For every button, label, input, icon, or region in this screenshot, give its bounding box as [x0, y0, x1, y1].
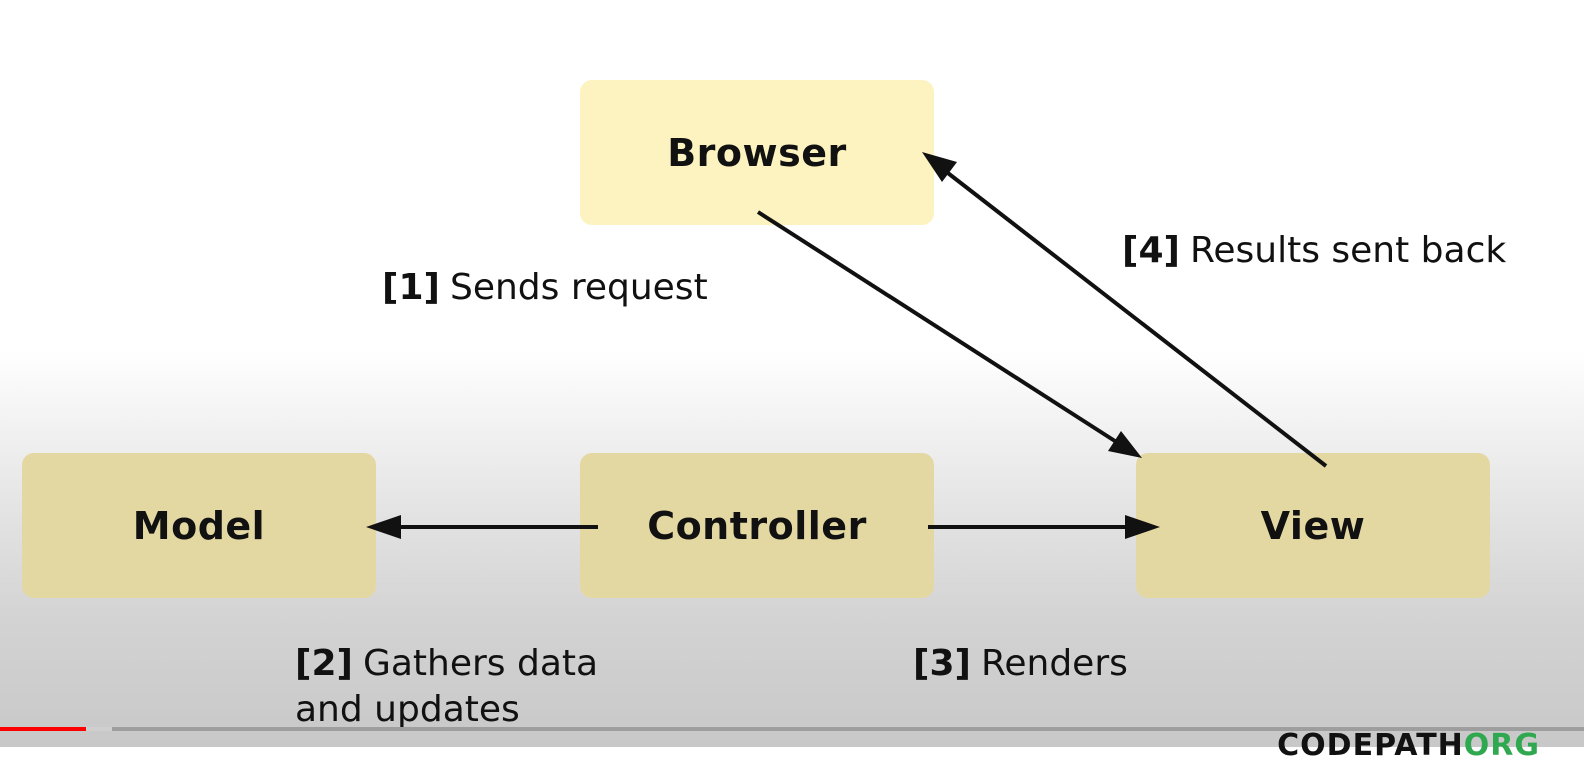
step-2-number: [2] — [295, 643, 353, 684]
step-3-label: [3]Renders — [913, 641, 1128, 687]
watermark-accent: ORG — [1463, 728, 1540, 763]
step-1-label: [1]Sends request — [382, 265, 708, 311]
model-label: Model — [132, 503, 266, 548]
step-1-text: Sends request — [449, 267, 708, 308]
arrow-view-to-browser — [922, 152, 1328, 468]
browser-label: Browser — [667, 130, 847, 175]
step-3-text: Renders — [980, 643, 1128, 684]
step-4-text: Results sent back — [1189, 230, 1507, 271]
arrow-controller-to-model — [366, 515, 598, 539]
step-4-label: [4]Results sent back — [1122, 228, 1506, 274]
step-1-number: [1] — [382, 267, 440, 308]
controller-label: Controller — [647, 503, 867, 548]
browser-box: Browser — [580, 80, 934, 225]
step-2-label: [2]Gathers data and updates — [295, 641, 598, 733]
mvc-diagram: Browser Model Controller View — [0, 80, 1584, 763]
controller-box: Controller — [580, 453, 934, 598]
view-label: View — [1260, 503, 1366, 548]
model-box: Model — [22, 453, 376, 598]
step-4-number: [4] — [1122, 230, 1180, 271]
video-progress-track[interactable] — [0, 727, 1584, 731]
step-2-text-line2: and updates — [295, 689, 520, 730]
diagram-arrows — [366, 152, 1328, 539]
arrow-controller-to-view — [928, 515, 1160, 539]
view-box: View — [1136, 453, 1490, 598]
codepath-watermark: CODEPATHORG — [1277, 729, 1540, 763]
arrow-browser-to-view — [756, 210, 1142, 458]
step-3-number: [3] — [913, 643, 971, 684]
step-2-text-line1: Gathers data — [362, 643, 599, 684]
watermark-main: CODEPATH — [1277, 728, 1464, 763]
video-progress-played[interactable] — [0, 727, 86, 731]
